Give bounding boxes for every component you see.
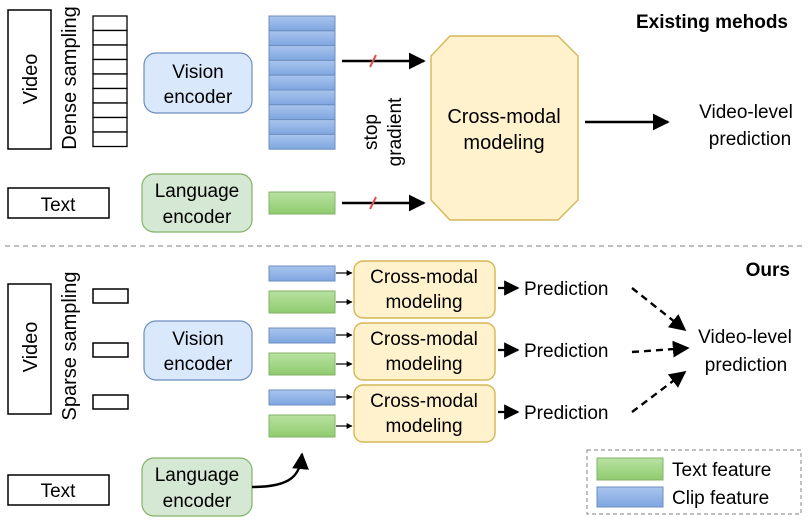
cross-modal-box	[353, 260, 496, 319]
cross-modal-line2: modeling	[385, 354, 462, 375]
dense-frame	[92, 87, 128, 104]
cross-modal-line2: modeling	[385, 416, 462, 437]
clip-feature	[268, 327, 336, 344]
bottom-final-prediction-line1: Video-level	[698, 327, 792, 348]
ours-heading: Ours	[746, 260, 790, 281]
stop-gradient-line2: gradient	[385, 97, 406, 166]
branch-1: Cross-modal modeling Prediction	[268, 260, 609, 319]
top-language-encoder-line1: Language	[155, 181, 240, 202]
clip-feature-block	[268, 45, 336, 61]
clip-feature-block	[268, 74, 336, 91]
clip-prediction-label: Prediction	[524, 403, 609, 424]
top-prediction-line1: Video-level	[699, 102, 793, 123]
text-feature	[268, 290, 336, 314]
cross-modal-box	[353, 322, 496, 381]
clip-feature-block	[268, 89, 336, 106]
cross-modal-line1: Cross-modal	[370, 329, 478, 350]
bottom-video-box	[7, 283, 52, 415]
top-language-encoder	[141, 173, 253, 233]
dashed-arrow-2	[631, 340, 690, 358]
dense-sampling-label: Dense sampling	[59, 6, 81, 149]
cross-modal-line1: Cross-modal	[370, 267, 478, 288]
top-vision-encoder-line2: encoder	[164, 87, 233, 108]
clip-prediction-label: Prediction	[524, 341, 609, 362]
legend-text-feature-label: Text feature	[672, 460, 771, 481]
dense-frames	[92, 15, 128, 148]
top-cross-modal-line1: Cross-modal	[447, 106, 560, 128]
top-text-box	[7, 187, 110, 219]
clip-feature-block	[268, 15, 336, 32]
clip-feature-block	[268, 119, 336, 135]
clip-branches: Cross-modalmodelingPredictionCross-modal…	[268, 260, 609, 443]
bottom-language-encoder-line2: encoder	[163, 491, 232, 512]
top-video-label: Video	[20, 54, 42, 105]
dense-frame	[92, 131, 128, 148]
dashed-arrow-1	[631, 287, 687, 332]
cross-modal-line2: modeling	[385, 292, 462, 313]
text-feature	[268, 414, 336, 438]
bottom-video-label: Video	[20, 322, 42, 373]
top-cross-modal-box	[430, 35, 579, 221]
bottom-text-label: Text	[41, 481, 77, 502]
sparse-sampling-label: Sparse sampling	[59, 272, 81, 421]
legend-box	[586, 449, 802, 515]
language-to-features-arrow	[251, 452, 309, 489]
bottom-text-box	[7, 474, 110, 506]
legend-clip-feature-swatch	[596, 486, 664, 508]
branch-2: Cross-modal modeling Prediction	[268, 322, 609, 381]
bottom-language-encoder-line1: Language	[155, 465, 240, 486]
dense-frame	[92, 73, 128, 90]
legend-text-feature-swatch	[596, 457, 664, 481]
top-vision-encoder	[143, 52, 253, 114]
top-prediction-line2: prediction	[709, 129, 791, 150]
top-text-label: Text	[41, 195, 77, 216]
stop-gradient-mark-1	[369, 54, 377, 68]
legend-clip-feature-label: Clip feature	[672, 488, 769, 509]
dense-frame	[92, 116, 128, 133]
cross-modal-line1: Cross-modal	[370, 391, 478, 412]
bottom-vision-encoder	[143, 320, 253, 381]
top-clip-feature-stack	[268, 15, 336, 150]
top-video-box	[7, 9, 52, 150]
dense-frame	[92, 15, 128, 32]
dashed-arrow-3	[631, 370, 687, 413]
stop-gradient-line1: stop	[361, 114, 382, 150]
clip-prediction-label: Prediction	[524, 279, 609, 300]
dense-frame	[92, 44, 128, 61]
branch-3: Cross-modal modeling Prediction	[268, 384, 609, 443]
clip-feature	[268, 265, 336, 282]
top-cross-modal-line2: modeling	[463, 132, 544, 154]
top-language-encoder-line2: encoder	[163, 207, 232, 228]
clip-feature	[268, 389, 336, 406]
sparse-frame-3	[92, 394, 129, 410]
clip-feature-block	[268, 59, 336, 76]
cross-modal-box	[353, 384, 496, 443]
dense-frame	[92, 58, 128, 75]
stop-gradient-mark-2	[369, 196, 377, 210]
text-feature	[268, 352, 336, 376]
existing-methods-heading: Existing mehods	[636, 12, 788, 33]
clip-feature-block	[268, 104, 336, 121]
sparse-frame-1	[92, 288, 129, 304]
top-text-feature	[268, 191, 336, 215]
top-vision-encoder-line1: Vision	[172, 62, 223, 83]
bottom-final-prediction-line2: prediction	[705, 355, 787, 376]
bottom-vision-encoder-line2: encoder	[164, 354, 233, 375]
bottom-vision-encoder-line1: Vision	[172, 329, 223, 350]
clip-feature-block	[268, 30, 336, 47]
dense-frame	[92, 102, 128, 119]
clip-feature-block	[268, 133, 336, 150]
sparse-frame-2	[92, 342, 129, 358]
dense-frame	[92, 29, 128, 46]
